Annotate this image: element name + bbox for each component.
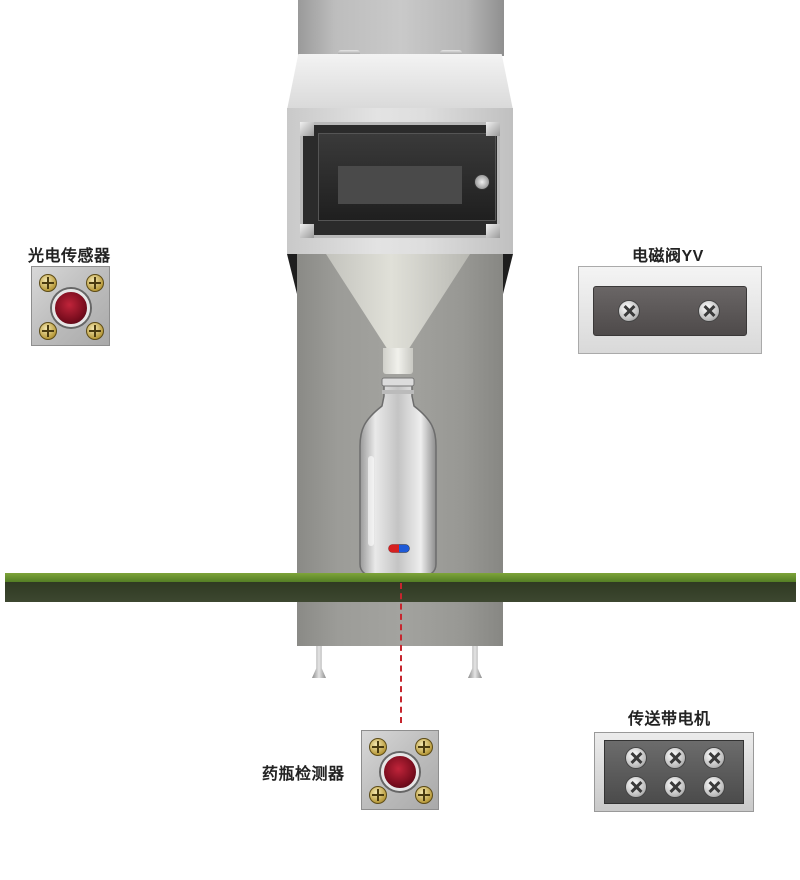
bolt-icon bbox=[338, 50, 360, 56]
screw-icon bbox=[625, 747, 647, 769]
screw-icon bbox=[39, 322, 57, 340]
screw-icon bbox=[664, 747, 686, 769]
conveyor-motor-label: 传送带电机 bbox=[628, 711, 711, 728]
machine-leg bbox=[468, 646, 482, 678]
solenoid-valve-label: 电磁阀YV bbox=[632, 248, 704, 265]
screw-icon bbox=[86, 322, 104, 340]
hopper-inner-panel bbox=[338, 166, 462, 204]
screw-icon bbox=[698, 300, 720, 322]
screw-icon bbox=[415, 786, 433, 804]
hopper-hood bbox=[287, 54, 513, 110]
medicine-bottle bbox=[359, 377, 437, 577]
solenoid-valve-body bbox=[593, 286, 747, 336]
machine-column-top bbox=[298, 0, 504, 56]
corner-bolt-icon bbox=[486, 224, 500, 238]
sensor-lens-icon bbox=[52, 289, 90, 327]
screw-icon bbox=[86, 274, 104, 292]
corner-bolt-icon bbox=[300, 224, 314, 238]
conveyor-motor-body bbox=[604, 740, 744, 804]
corner-bolt-icon bbox=[486, 122, 500, 136]
screw-icon bbox=[618, 300, 640, 322]
screw-icon bbox=[703, 776, 725, 798]
screw-icon bbox=[625, 776, 647, 798]
dispense-nozzle bbox=[383, 348, 413, 374]
photo-sensor-label: 光电传感器 bbox=[28, 248, 111, 265]
photo-sensor[interactable] bbox=[31, 266, 110, 346]
screw-icon bbox=[664, 776, 686, 798]
detection-laser-beam bbox=[400, 583, 402, 723]
machine-leg bbox=[312, 646, 326, 678]
screw-icon bbox=[703, 747, 725, 769]
bottle-detector-label: 药瓶检测器 bbox=[262, 766, 345, 783]
corner-bolt-icon bbox=[300, 122, 314, 136]
latch-icon bbox=[474, 174, 490, 190]
sensor-lens-icon bbox=[381, 753, 419, 791]
screw-icon bbox=[39, 274, 57, 292]
body-shadow-right bbox=[503, 254, 513, 294]
bolt-icon bbox=[440, 50, 462, 56]
conveyor-belt-top bbox=[5, 573, 796, 583]
screw-icon bbox=[415, 738, 433, 756]
bottle-detector[interactable] bbox=[361, 730, 439, 810]
screw-icon bbox=[369, 738, 387, 756]
screw-icon bbox=[369, 786, 387, 804]
capsule-icon bbox=[388, 544, 410, 553]
body-shadow-left bbox=[287, 254, 297, 294]
